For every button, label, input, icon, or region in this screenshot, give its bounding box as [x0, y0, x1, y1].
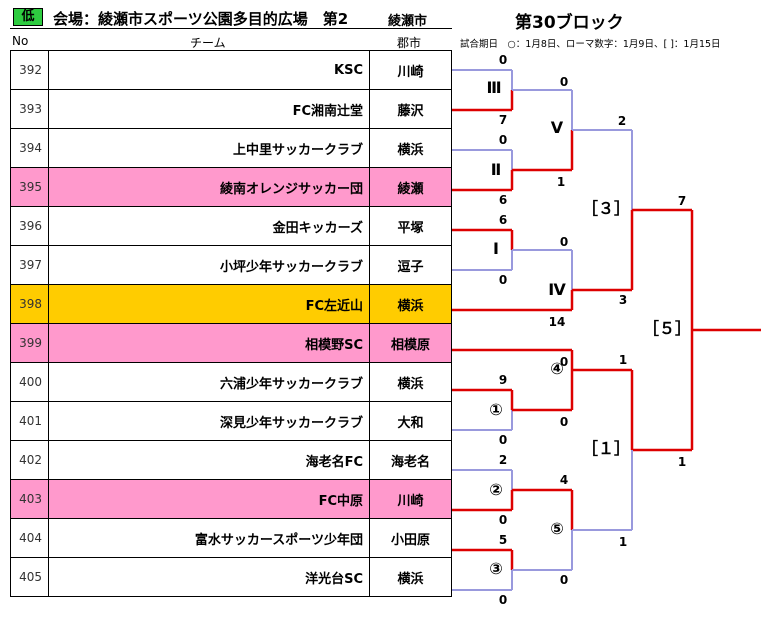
team-name: 海老名FC [48, 440, 370, 480]
match-label: ③ [489, 559, 503, 578]
team-city: 相模原 [369, 323, 452, 363]
schedule-note: 試合期日 ○：1月8日、ローマ数字：1月9日、[ ]：1月15日 [460, 39, 721, 50]
score-label: 0 [560, 573, 568, 587]
team-city: 川崎 [369, 50, 452, 90]
score-label: 1 [619, 353, 627, 367]
score-label: 4 [560, 473, 568, 487]
match-label: Ⅱ [491, 160, 502, 179]
score-label: 0 [499, 273, 507, 287]
score-label: 0 [560, 415, 568, 429]
score-label: 0 [560, 355, 568, 369]
team-number: 392 [10, 50, 49, 90]
team-number: 402 [10, 440, 49, 480]
match-label: Ⅰ [493, 239, 499, 258]
team-name: 洋光台SC [48, 557, 370, 597]
team-city: 逗子 [369, 245, 452, 285]
score-label: 0 [499, 133, 507, 147]
score-label: 7 [499, 113, 507, 127]
team-name: 六浦少年サッカークラブ [48, 362, 370, 402]
score-label: 3 [619, 293, 627, 307]
region-label: 綾瀬市 [388, 14, 428, 29]
team-name: FC湘南辻堂 [48, 89, 370, 129]
match-label: ① [489, 400, 503, 419]
score-label: 0 [499, 513, 507, 527]
team-name: 相模野SC [48, 323, 370, 363]
match-label: ［３］ [582, 199, 630, 218]
score-label: 0 [560, 75, 568, 89]
team-number: 400 [10, 362, 49, 402]
venue-title: 会場：綾瀬市スポーツ公園多目的広場 第2 [53, 10, 349, 28]
match-label: ［１］ [582, 439, 630, 458]
team-name: 上中里サッカークラブ [48, 128, 370, 168]
team-city: 横浜 [369, 557, 452, 597]
block-title: 第30ブロック [515, 13, 624, 33]
match-label: ② [489, 480, 503, 499]
match-label: Ⅲ [486, 78, 501, 97]
score-label: 0 [499, 53, 507, 67]
team-number: 398 [10, 284, 49, 324]
score-label: 2 [618, 114, 626, 128]
team-number: 404 [10, 518, 49, 558]
team-city: 小田原 [369, 518, 452, 558]
team-city: 平塚 [369, 206, 452, 246]
col-city-header: 郡市 [397, 36, 422, 50]
match-label: ⑤ [550, 519, 564, 538]
team-city: 藤沢 [369, 89, 452, 129]
category-tag: 低 [13, 8, 43, 26]
score-label: 14 [549, 315, 566, 329]
team-name: FC左近山 [48, 284, 370, 324]
team-city: 海老名 [369, 440, 452, 480]
score-label: 0 [560, 235, 568, 249]
score-label: 9 [499, 373, 507, 387]
header-divider [10, 28, 452, 29]
team-name: 富水サッカースポーツ少年団 [48, 518, 370, 558]
team-city: 綾瀬 [369, 167, 452, 207]
team-number: 396 [10, 206, 49, 246]
match-label: Ⅳ [548, 280, 566, 299]
score-label: 1 [678, 455, 686, 469]
team-number: 405 [10, 557, 49, 597]
score-label: 2 [499, 453, 507, 467]
col-no-header: No [12, 34, 29, 48]
match-label: ［５］ [643, 319, 691, 338]
score-label: 1 [557, 175, 565, 189]
team-name: 綾南オレンジサッカー団 [48, 167, 370, 207]
score-label: 7 [678, 194, 686, 208]
team-name: 深見少年サッカークラブ [48, 401, 370, 441]
match-label: Ⅴ [551, 118, 564, 137]
score-label: 0 [499, 593, 507, 607]
score-label: 1 [619, 535, 627, 549]
score-label: 0 [499, 433, 507, 447]
team-number: 403 [10, 479, 49, 519]
team-city: 横浜 [369, 284, 452, 324]
team-city: 大和 [369, 401, 452, 441]
team-name: KSC [48, 50, 370, 90]
team-city: 横浜 [369, 362, 452, 402]
score-label: 6 [499, 193, 507, 207]
team-number: 393 [10, 89, 49, 129]
team-number: 397 [10, 245, 49, 285]
score-label: 5 [499, 533, 507, 547]
match-label: ④ [550, 359, 564, 378]
score-label: 6 [499, 213, 507, 227]
team-city: 川崎 [369, 479, 452, 519]
col-team-header: チーム [190, 36, 226, 50]
team-number: 395 [10, 167, 49, 207]
